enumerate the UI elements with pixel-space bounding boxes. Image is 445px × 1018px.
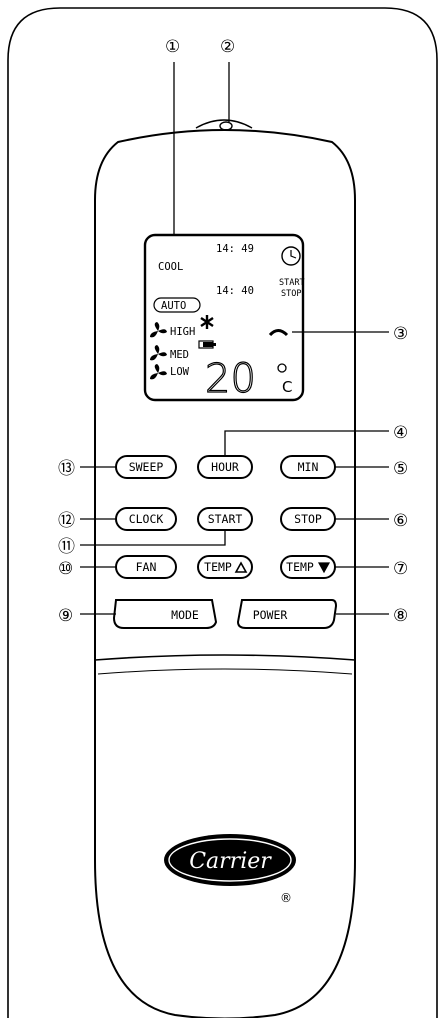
callout-4: ④ (393, 423, 408, 443)
fan-button[interactable]: FAN (115, 555, 177, 579)
lcd-temp-unit: C (282, 378, 292, 396)
lcd-battery-icon (198, 340, 216, 349)
sweep-button-label: SWEEP (129, 460, 164, 474)
body-seam-lower (97, 668, 353, 675)
stop-button-label: STOP (294, 512, 322, 526)
registered-mark: ® (280, 891, 292, 905)
lcd-timer-time: 14: 40 (216, 285, 254, 297)
callout-6: ⑥ (393, 511, 408, 531)
mode-button-label: MODE (171, 608, 199, 622)
temp-up-button-label: TEMP (204, 560, 232, 574)
brand-name: Carrier (189, 849, 272, 874)
callout-1: ① (165, 37, 180, 57)
remote-body (94, 129, 356, 1018)
fan-button-label: FAN (136, 560, 157, 574)
callout-leader-lines (80, 62, 389, 615)
callout-9: ⑨ (58, 606, 73, 626)
sweep-button[interactable]: SWEEP (115, 455, 177, 479)
temp-down-button[interactable]: TEMP (280, 555, 336, 579)
lcd-fan-med: MED (170, 349, 189, 361)
min-button[interactable]: MIN (280, 455, 336, 479)
callout-2: ② (220, 37, 235, 57)
ir-emitter (195, 119, 253, 129)
lcd-stop-label: STOP (281, 289, 301, 299)
lcd-auto-badge (153, 297, 201, 313)
hour-button[interactable]: HOUR (197, 455, 253, 479)
lcd-fan-high-icon (150, 322, 167, 338)
stop-button[interactable]: STOP (280, 507, 336, 531)
lcd-mode: COOL (158, 261, 183, 273)
lcd-fan-low-icon (150, 364, 167, 380)
callout-13: ⑬ (58, 459, 75, 479)
lcd-fan-low: LOW (170, 366, 190, 378)
callout-11: ⑪ (58, 537, 75, 557)
clock-button-label: CLOCK (129, 512, 164, 526)
hour-button-label: HOUR (211, 460, 239, 474)
start-button-label: START (208, 512, 243, 526)
lcd-fan-high: HIGH (170, 326, 195, 338)
lcd-degree-icon (277, 363, 287, 373)
lcd-snowflake-icon (200, 315, 214, 329)
lcd-clock-time: 14: 49 (216, 243, 254, 255)
triangle-up-icon (234, 561, 248, 573)
ir-window (219, 121, 233, 131)
power-button[interactable]: POWER (236, 599, 338, 629)
temp-up-button[interactable]: TEMP (197, 555, 253, 579)
lcd-clock-icon (281, 246, 301, 266)
lcd-temperature: 20 (205, 356, 256, 402)
callout-8: ⑧ (393, 606, 408, 626)
callout-12: ⑫ (58, 511, 75, 531)
start-button[interactable]: START (197, 507, 253, 531)
lcd-fan-med-icon (150, 345, 167, 361)
callout-5: ⑤ (393, 459, 408, 479)
triangle-down-icon (317, 562, 331, 574)
temp-down-button-label: TEMP (286, 560, 314, 574)
carrier-logo: Carrier (164, 834, 296, 886)
outer-frame (7, 7, 438, 1018)
callout-7: ⑦ (393, 559, 408, 579)
callout-10: ⑩ (58, 559, 73, 579)
lcd-display (143, 233, 305, 402)
mode-button[interactable]: MODE (112, 599, 218, 629)
lcd-start-label: START (279, 278, 305, 288)
body-seam (94, 654, 356, 661)
clock-button[interactable]: CLOCK (115, 507, 177, 531)
callout-3: ③ (393, 324, 408, 344)
lcd-sweep-icon (268, 329, 289, 337)
min-button-label: MIN (298, 460, 319, 474)
power-button-label: POWER (253, 608, 288, 622)
lcd-auto-label: AUTO (161, 300, 186, 312)
